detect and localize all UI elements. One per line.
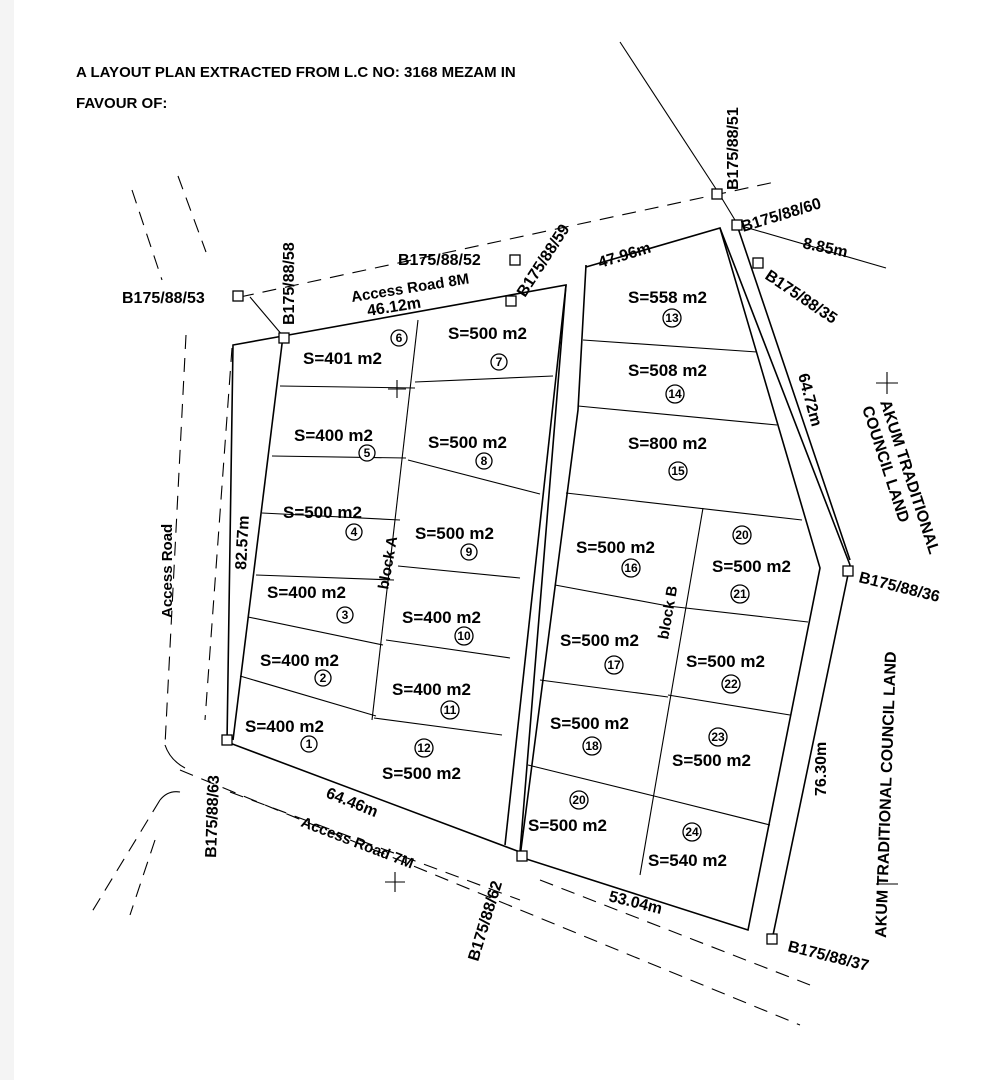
plot-6-number: 6	[396, 331, 403, 345]
plot-13-number: 13	[665, 311, 679, 325]
plot-11-number: 11	[444, 703, 457, 717]
beacon-label-b36: B175/88/36	[857, 569, 941, 606]
beacon-label-b51: B175/88/51	[725, 107, 742, 190]
pillar-b36	[842, 565, 854, 577]
plot-1-area: S=400 m2	[245, 717, 324, 736]
road-lines	[89, 175, 811, 1026]
plot-15-number: 15	[671, 464, 685, 478]
label-access-road: Access Road	[159, 524, 176, 618]
plot-12-area: S=500 m2	[382, 764, 461, 783]
label-access-road-7m: Access Road 7M	[299, 814, 416, 873]
plot-2-area: S=400 m2	[260, 651, 339, 670]
title-line-1: A LAYOUT PLAN EXTRACTED FROM L.C NO: 316…	[76, 64, 516, 81]
plot-12-number: 12	[417, 741, 431, 755]
plot-3-area: S=400 m2	[267, 583, 346, 602]
beacon-pillars	[221, 188, 854, 945]
block-a-boundary	[226, 284, 567, 854]
drawing-sheet	[14, 0, 994, 1080]
plot-18-number: 18	[585, 739, 599, 753]
beacon-label-b63: B175/88/63	[203, 775, 223, 858]
beacon-label-b58: B175/88/58	[281, 242, 298, 325]
plot-9-area: S=500 m2	[415, 524, 494, 543]
plot-4-number: 4	[351, 525, 358, 539]
plot-3-number: 3	[342, 608, 349, 622]
plot-8-number: 8	[481, 454, 488, 468]
title-line-2: FAVOUR OF:	[76, 95, 167, 112]
plot-9-number: 9	[466, 545, 473, 559]
plot-5-number: 5	[364, 446, 371, 460]
plot-number-markers: 1 2 3 4 5 6 7 8 9 10 11 12 13 14 15 16 1…	[300, 308, 752, 842]
plot-10-number: 10	[457, 629, 471, 643]
pillar-b53	[232, 290, 244, 302]
plot-20-lower-number: 20	[572, 793, 586, 807]
plot-6-area: S=401 m2	[303, 349, 382, 368]
plot-22-area: S=500 m2	[686, 652, 765, 671]
dim-53-04: 53.04m	[607, 888, 664, 918]
dim-47-96: 47.96m	[596, 240, 653, 272]
pillar-b60	[731, 219, 743, 231]
plot-17-number: 17	[607, 658, 621, 672]
plot-20-lower-area: S=500 m2	[528, 816, 607, 835]
dim-64-46: 64.46m	[324, 785, 381, 821]
block-a-subdivisions	[232, 319, 554, 741]
plot-2-number: 2	[320, 671, 327, 685]
plot-16-area: S=500 m2	[576, 538, 655, 557]
plot-14-number: 14	[668, 387, 682, 401]
plot-16-number: 16	[624, 561, 638, 575]
beacon-label-b35: B175/88/35	[762, 267, 840, 327]
plot-17-area: S=500 m2	[560, 631, 639, 650]
plot-11-area: S=400 m2	[392, 680, 471, 699]
pillar-b51	[711, 188, 723, 200]
dim-8-85: 8.85m	[801, 235, 849, 261]
plot-area-labels: S=400 m2 S=400 m2 S=400 m2 S=500 m2 S=40…	[245, 288, 791, 870]
plot-14-area: S=508 m2	[628, 361, 707, 380]
block-b-boundary	[519, 227, 851, 941]
plot-24-area: S=540 m2	[648, 851, 727, 870]
beacon-label-b52: B175/88/52	[398, 252, 481, 269]
plot-18-area: S=500 m2	[550, 714, 629, 733]
pillar-b63	[221, 734, 233, 746]
label-block-a: block A	[375, 535, 401, 591]
plot-21-number: 21	[733, 587, 747, 601]
beacon-label-b37: B175/88/37	[786, 938, 870, 975]
pillar-b62	[516, 850, 528, 862]
pillar-b59	[505, 295, 517, 307]
beacon-label-b60: B175/88/60	[739, 195, 823, 235]
dim-76-30: 76.30m	[813, 742, 830, 796]
plot-13-area: S=558 m2	[628, 288, 707, 307]
pillar-b35	[752, 257, 764, 269]
beacon-label-b62: B175/88/62	[466, 879, 506, 963]
plot-7-number: 7	[496, 355, 503, 369]
plot-20-upper-area: S=500 m2	[712, 557, 791, 576]
label-block-b: block B	[655, 584, 681, 640]
beacon-label-b53: B175/88/53	[122, 290, 205, 307]
plot-23-number: 23	[711, 730, 725, 744]
plot-1-number: 1	[306, 737, 313, 751]
plot-23-area: S=500 m2	[672, 751, 751, 770]
plot-24-number: 24	[685, 825, 699, 839]
plot-10-area: S=400 m2	[402, 608, 481, 627]
plot-5-area: S=400 m2	[294, 426, 373, 445]
dim-82-57: 82.57m	[233, 515, 253, 570]
block-b-subdivisions	[527, 339, 809, 876]
plot-4-area: S=500 m2	[283, 503, 362, 522]
plot-8-area: S=500 m2	[428, 433, 507, 452]
plot-22-number: 22	[724, 677, 738, 691]
grid-crosses	[385, 372, 898, 892]
land-labels: AKUM TRADITIONAL COUNCIL LAND AKUM TRADI…	[858, 398, 942, 938]
pillar-b37	[766, 933, 778, 945]
dim-64-72: 64.72m	[794, 372, 824, 429]
plot-15-area: S=800 m2	[628, 434, 707, 453]
pillar-b58	[278, 332, 290, 344]
plot-20-upper-number: 20	[735, 528, 749, 542]
pillar-b52	[509, 254, 521, 266]
label-akum-land-2: AKUM TRADITIONAL COUNCIL LAND	[873, 651, 900, 938]
plot-7-area: S=500 m2	[448, 324, 527, 343]
